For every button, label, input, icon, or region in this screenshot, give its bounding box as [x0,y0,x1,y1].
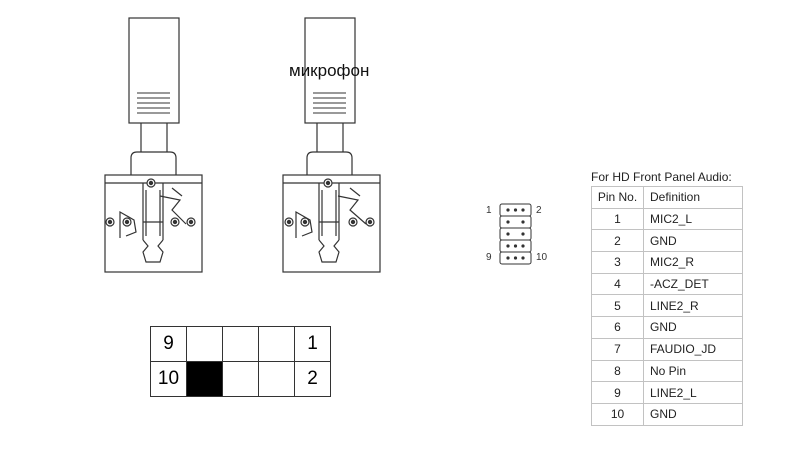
pin-definition-table: Pin No. Definition 1 MIC2_L 2 GND 3 MIC2… [591,186,743,426]
pin-definition: No Pin [643,359,743,383]
pin-layout-grid: 9 1 10 2 [150,326,331,397]
header-pin-10-label: 10 [536,252,548,263]
pin-number: 1 [591,207,644,231]
pin-table-title: For HD Front Panel Audio: [591,170,732,184]
pin-definition: GND [643,316,743,339]
grid-cell [186,326,223,362]
header-definition: Definition [643,186,743,209]
plug-collar-right [306,151,353,175]
pin-definition: MIC2_R [643,251,743,274]
table-row: 8 No Pin [591,359,743,383]
header-pin-no: Pin No. [591,186,644,209]
table-row: 7 FAUDIO_JD [591,337,743,361]
table-row: 3 MIC2_R [591,251,743,274]
spring-contacts-left [119,187,187,238]
pin-number: 2 [591,229,644,253]
table-row: 2 GND [591,229,743,253]
plug-body-right [304,17,356,124]
spring-contacts-right [295,187,367,238]
table-row: 10 GND [591,402,743,426]
table-row: 4 -ACZ_DET [591,272,743,296]
plug-collar-left [130,151,177,175]
pin-number: 3 [591,251,644,274]
microphone-label: микрофон [289,61,370,80]
table-row: 6 GND [591,316,743,339]
table-row: 1 MIC2_L [591,207,743,231]
pin-number: 10 [591,402,644,426]
grid-cell: 2 [294,361,331,397]
header-pin-1-label: 1 [486,205,492,216]
pin-definition: MIC2_L [643,207,743,231]
grid-cell [222,361,259,397]
pin-number: 5 [591,294,644,318]
grid-cell [258,361,295,397]
pin-number: 9 [591,381,644,404]
jack-right [282,17,381,273]
pin-definition: LINE2_L [643,381,743,404]
pin-definition: GND [643,229,743,253]
pin-definition: LINE2_R [643,294,743,318]
plug-body-left [128,17,180,124]
header-pin-2-label: 2 [536,205,542,216]
plug-grip-lines-right [313,92,346,114]
grid-cell: 10 [150,361,187,397]
grid-row: 9 1 [150,326,331,362]
pin-number: 7 [591,337,644,361]
plug-grip-lines-left [137,92,170,114]
grid-cell: 1 [294,326,331,362]
table-header-row: Pin No. Definition [591,186,743,209]
header-pin-9-label: 9 [486,252,492,263]
grid-cell-blocked [186,361,223,397]
pin-number: 8 [591,359,644,383]
grid-cell [222,326,259,362]
pin-number: 6 [591,316,644,339]
pin-definition: -ACZ_DET [643,272,743,296]
grid-row: 10 2 [150,361,331,397]
grid-cell [258,326,295,362]
pin-definition: GND [643,402,743,426]
jack-left [104,17,203,273]
table-row: 5 LINE2_R [591,294,743,318]
plug-shaft-left [142,183,164,263]
grid-cell: 9 [150,326,187,362]
pin-definition: FAUDIO_JD [643,337,743,361]
plug-shaft-right [318,183,340,263]
pin-header-icon [499,203,532,265]
jack-housing-right [282,174,381,273]
table-row: 9 LINE2_L [591,381,743,404]
pin-number: 4 [591,272,644,296]
